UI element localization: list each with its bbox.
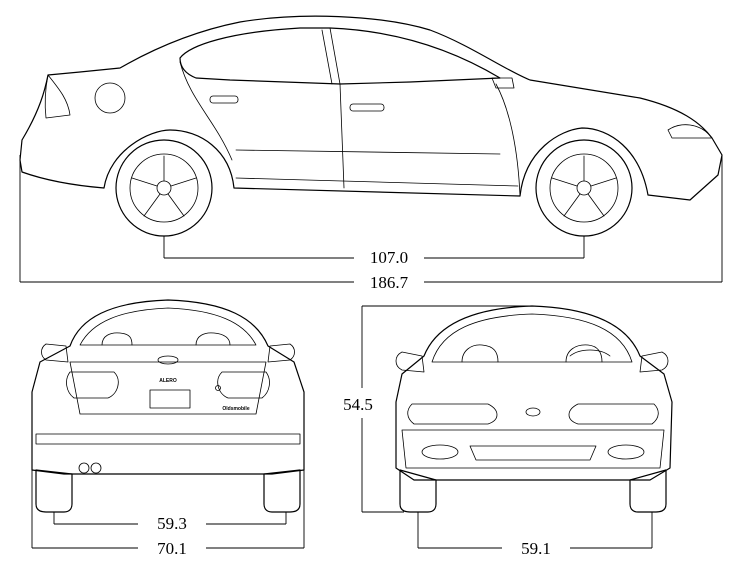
trunk-lid: [69, 361, 267, 415]
overall-width-dimension: 70.1: [31, 392, 305, 558]
front-door-handle: [349, 103, 385, 112]
rear-door-handle: [209, 95, 239, 104]
side-taillight: [44, 74, 71, 119]
side-b-pillar-inner: [321, 29, 333, 85]
side-view: [19, 15, 723, 237]
overall-width-label: 70.1: [157, 539, 187, 558]
side-rear-door-front-edge: [179, 61, 233, 161]
rear-left-mirror: [41, 343, 69, 363]
front-right-foglight: [607, 444, 645, 460]
rear-left-tire: [35, 469, 73, 513]
rear-view: ALERO Oldsmobile: [31, 299, 305, 513]
side-mirror: [491, 77, 515, 89]
rear-right-taillight: [217, 371, 270, 399]
front-wheel-hub: [576, 180, 592, 196]
front-left-tire: [399, 469, 437, 513]
rear-trim-badge: Oldsmobile: [222, 406, 249, 412]
front-right-tire: [629, 469, 667, 513]
rear-model-badge: ALERO: [159, 378, 177, 384]
rear-lock: [215, 385, 221, 391]
side-front-door-line: [339, 83, 345, 189]
rear-track-label: 59.3: [157, 514, 187, 533]
rear-right-mirror: [267, 343, 295, 363]
fuel-door: [94, 82, 126, 114]
front-body-outline: [395, 305, 673, 481]
front-wheel-spokes: [551, 155, 617, 217]
front-bumper: [401, 429, 665, 469]
side-body-outline: [19, 15, 723, 201]
front-left-foglight: [421, 444, 459, 460]
rear-headrests: [101, 332, 231, 346]
rear-track-dimension: 59.3: [53, 512, 287, 533]
side-headlight: [667, 124, 713, 139]
front-headrests: [461, 344, 603, 363]
side-rear-door-line: [495, 83, 521, 197]
front-right-headlight: [568, 403, 659, 425]
steering-wheel: [569, 349, 611, 357]
rear-exhaust-left: [78, 462, 90, 474]
rear-wheel-hub: [156, 180, 172, 196]
windshield: [431, 313, 633, 363]
rear-bumper: [35, 433, 301, 445]
front-track-label: 59.1: [521, 539, 551, 558]
front-view: [395, 305, 673, 513]
rear-wheel-spokes: [131, 155, 197, 217]
license-plate: [149, 389, 191, 409]
front-right-mirror: [639, 351, 669, 373]
overall-length-label: 186.7: [370, 273, 409, 292]
front-air-intake: [469, 445, 597, 461]
side-body-crease: [235, 149, 501, 155]
rear-wheel-rim: [129, 153, 199, 223]
height-dimension: 54.5: [343, 305, 532, 513]
front-track-dimension: 59.1: [417, 512, 653, 558]
wheelbase-label: 107.0: [370, 248, 408, 267]
front-wheel-rim: [549, 153, 619, 223]
rear-left-taillight: [66, 371, 119, 399]
rear-body-outline: [31, 299, 305, 475]
front-left-mirror: [395, 351, 425, 373]
side-window-frame: [179, 27, 501, 85]
side-b-pillar: [329, 27, 341, 85]
height-label: 54.5: [343, 395, 373, 414]
side-rocker: [235, 177, 519, 187]
front-emblem: [525, 407, 541, 417]
rear-window: [79, 307, 257, 346]
front-left-headlight: [407, 403, 498, 425]
rear-exhaust-right: [90, 462, 102, 474]
wheelbase-dimension: 107.0: [163, 236, 585, 267]
rear-right-tire: [263, 469, 301, 513]
rear-emblem: [157, 355, 179, 365]
overall-length-dimension: 186.7: [19, 155, 723, 292]
